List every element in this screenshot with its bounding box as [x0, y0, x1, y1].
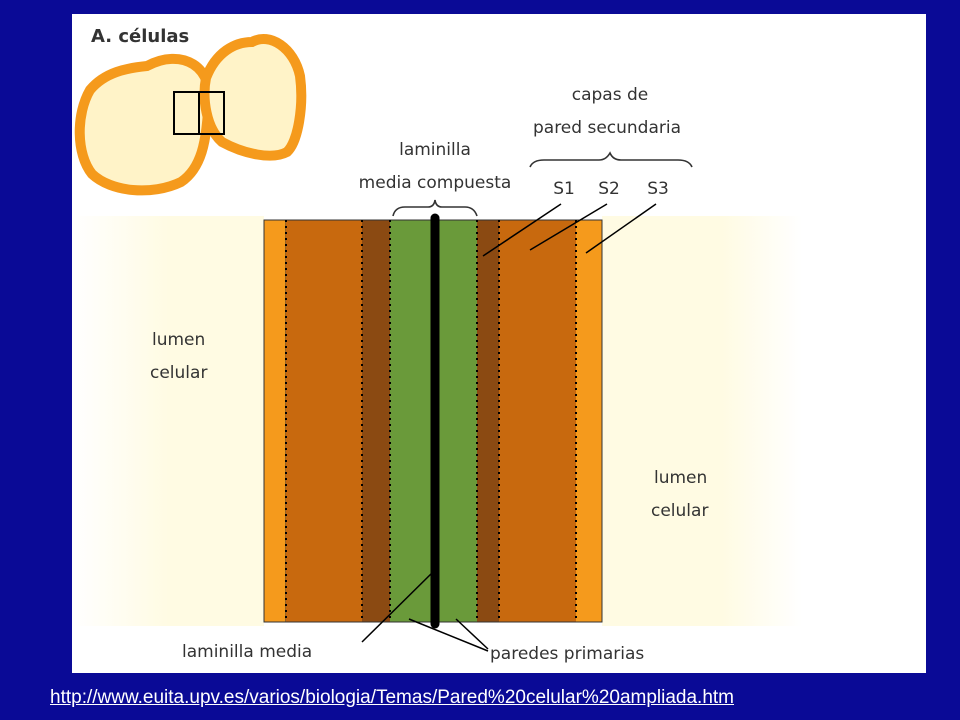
leader-paredes-primarias: [455, 618, 489, 650]
s2-right-layer: [499, 220, 576, 622]
leader-paredes-primarias: [408, 618, 489, 652]
brace-capas-pared-secundaria: [529, 151, 693, 168]
cell-right: [199, 34, 307, 161]
label-lumen-right-line2: celular: [651, 501, 708, 521]
source-url-link[interactable]: http://www.euita.upv.es/varios/biologia/…: [50, 687, 735, 708]
s3-right-layer: [576, 220, 602, 622]
s3-left-layer: [263, 219, 287, 623]
brace-laminilla-media-compuesta: [392, 199, 478, 217]
label-capas-line2: pared secundaria: [533, 118, 681, 138]
label-s2: S2: [598, 179, 620, 199]
primary-wall-left: [390, 220, 435, 622]
diagram-panel: A. células capas de pared secundaria lam…: [72, 14, 926, 673]
primary-wall-right: [435, 220, 477, 622]
s1-left-layer: [362, 220, 390, 622]
s1-right-layer: [477, 220, 499, 622]
label-s1: S1: [553, 179, 575, 199]
label-laminilla-media: laminilla media: [182, 642, 312, 662]
diagram-title: A. células: [91, 26, 189, 47]
leader-s3: [585, 203, 657, 254]
cell-wall-layers: [263, 213, 603, 629]
lumen-left-area: [72, 216, 264, 626]
label-laminilla-line2: media compuesta: [359, 173, 512, 193]
cell-wall-diagram: A. células capas de pared secundaria lam…: [72, 26, 802, 664]
cell-left: [74, 53, 215, 196]
label-capas-line1: capas de: [572, 85, 648, 105]
label-lumen-left-line2: celular: [150, 363, 207, 383]
leader-s2: [529, 203, 608, 251]
label-s3: S3: [647, 179, 669, 199]
leader-laminilla-media: [361, 569, 436, 643]
label-lumen-right-line1: lumen: [654, 468, 707, 488]
s2-left-layer: [286, 220, 362, 622]
zoom-box-right: [198, 91, 225, 135]
lumen-right-area: [602, 216, 802, 626]
leader-s1: [482, 203, 562, 257]
cells-inset: [74, 34, 307, 196]
label-paredes-primarias: paredes primarias: [490, 644, 644, 664]
label-laminilla-line1: laminilla: [399, 140, 471, 160]
label-lumen-left-line1: lumen: [152, 330, 205, 350]
